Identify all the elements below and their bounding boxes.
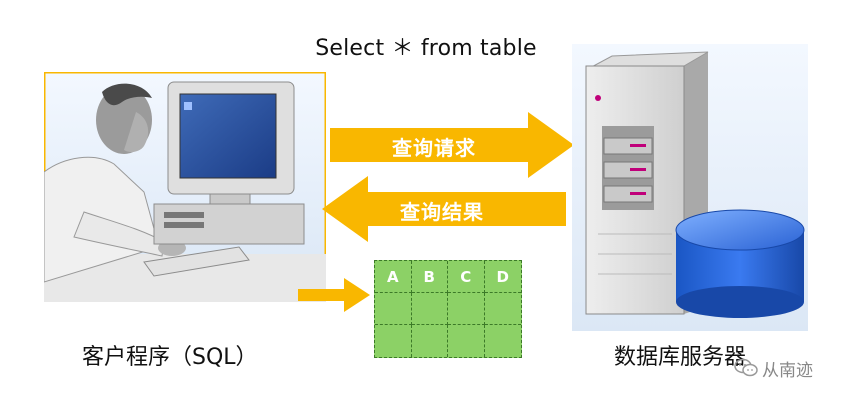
server-illustration (572, 44, 808, 331)
result-arrow-shape (322, 176, 566, 242)
result-table-header-b: B (411, 261, 448, 293)
request-arrow-label: 查询请求 (392, 136, 476, 160)
client-label: 客户程序（SQL） (82, 345, 258, 370)
result-arrow: 查询结果 (322, 176, 566, 242)
grid-arrow-shape (298, 278, 370, 312)
result-table-cell (485, 325, 522, 357)
request-arrow-shape (330, 112, 574, 178)
server-scene (572, 44, 808, 331)
sql-query-text: Select ＊ from table (315, 36, 537, 61)
result-table-cell (412, 325, 448, 357)
result-arrow-label: 查询结果 (400, 200, 484, 224)
result-table-cell (375, 293, 412, 325)
request-arrow: 查询请求 (330, 112, 574, 178)
result-table-header-d: D (484, 261, 521, 293)
result-table: A B C D (374, 260, 522, 358)
grid-arrow (298, 278, 370, 312)
server-label: 数据库服务器 (614, 345, 747, 370)
result-table-header-c: C (448, 261, 485, 293)
result-table-header-a: A (375, 261, 412, 293)
client-scene (42, 70, 328, 304)
result-table-cell (448, 325, 485, 357)
watermark: 从南迹 (734, 356, 813, 381)
client-illustration (42, 70, 328, 304)
result-table-cell (375, 325, 412, 357)
watermark-text: 从南迹 (762, 360, 813, 381)
result-table-cell (484, 293, 521, 325)
wechat-icon (734, 358, 758, 377)
result-table-cell (448, 293, 485, 325)
result-table-cell (411, 293, 448, 325)
